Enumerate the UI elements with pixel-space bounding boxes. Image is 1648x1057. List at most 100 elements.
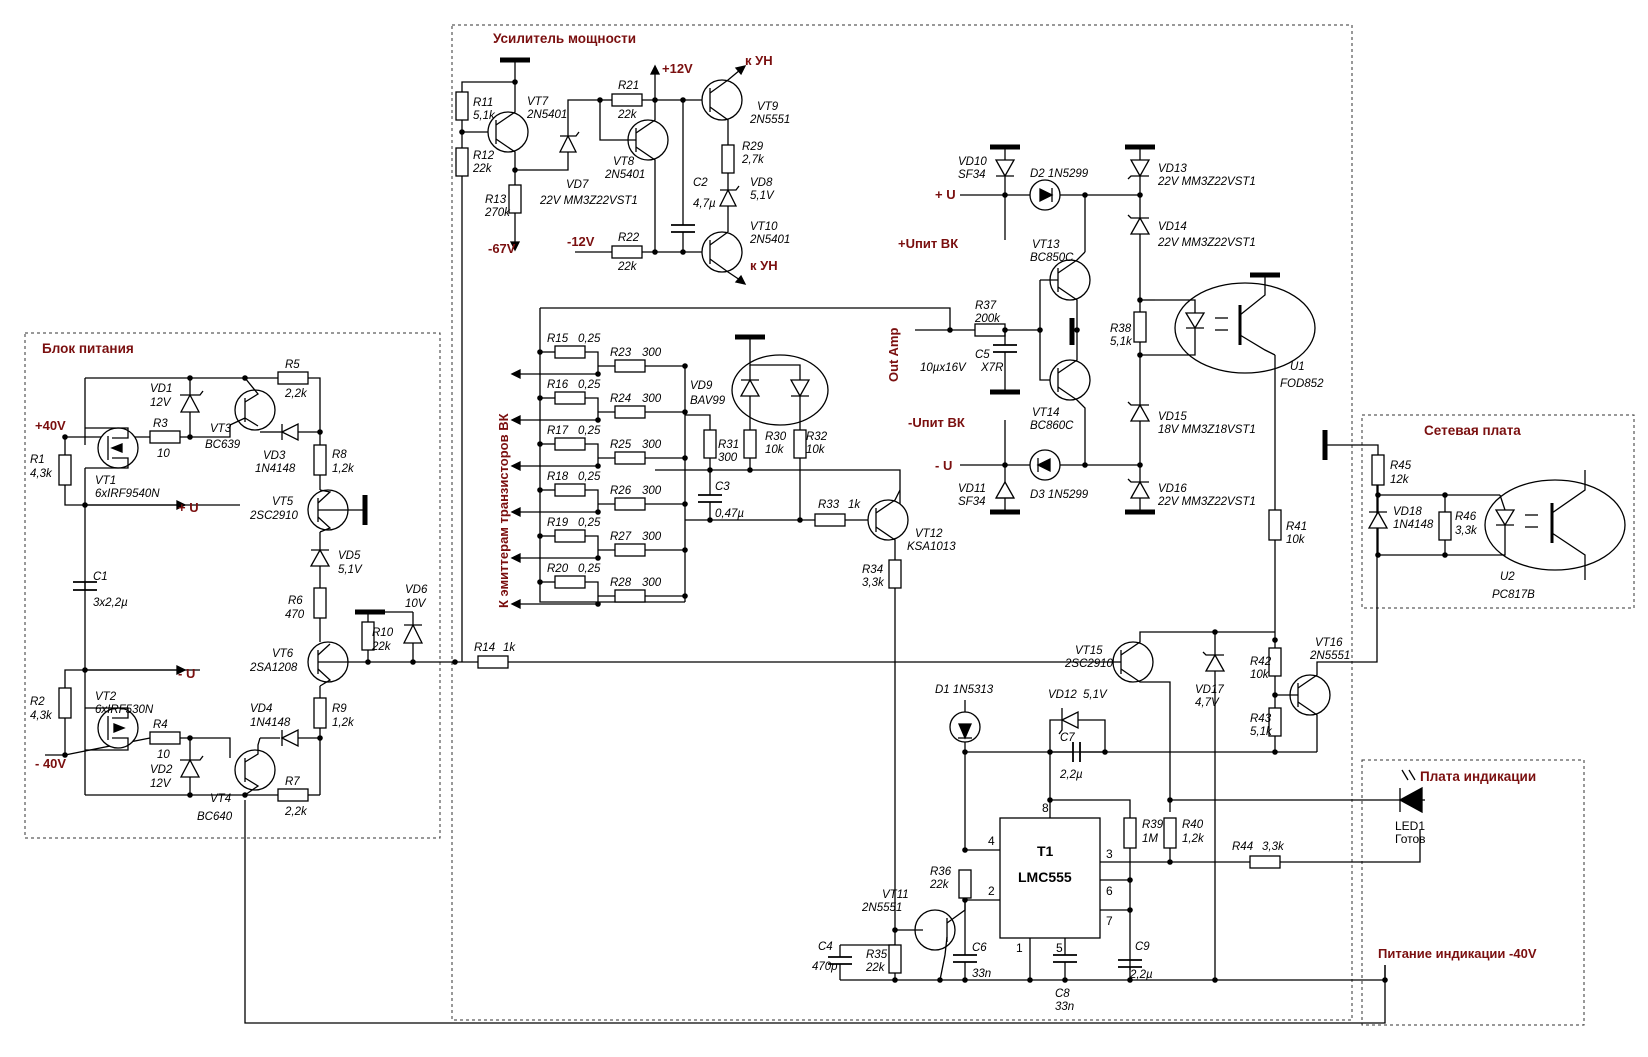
vd7-zener bbox=[558, 134, 578, 153]
r14-value: 1k bbox=[503, 642, 516, 654]
c1-value: 3x2,2µ bbox=[93, 597, 128, 609]
r36-resistor bbox=[958, 869, 972, 899]
c8-label: C8 bbox=[1055, 988, 1070, 1000]
r15-resistor bbox=[554, 345, 586, 359]
r19-value: 0,25 bbox=[578, 517, 601, 529]
timer-circuit bbox=[828, 480, 1421, 983]
vd14-zener bbox=[1129, 216, 1151, 235]
vt14-transistor bbox=[1049, 359, 1091, 401]
network-board-block bbox=[1361, 414, 1635, 609]
vt9-label: VT9 bbox=[757, 101, 779, 113]
vt4-value: BC640 bbox=[197, 811, 233, 823]
out-amp-net: Out Amp bbox=[886, 328, 901, 382]
vd2-label: VD2 bbox=[150, 764, 173, 776]
r43-value: 5,1k bbox=[1250, 726, 1273, 738]
vt15-value: 2SC2910 bbox=[1064, 658, 1114, 670]
r30-label: R30 bbox=[765, 431, 787, 443]
r2-resistor bbox=[58, 687, 72, 719]
r36-label: R36 bbox=[930, 866, 952, 878]
r7-resistor bbox=[277, 788, 309, 802]
pin-6: 6 bbox=[1106, 884, 1113, 898]
vd2-zener bbox=[179, 758, 201, 778]
r18-resistor bbox=[554, 483, 586, 497]
vd8-value: 5,1V bbox=[750, 190, 775, 202]
amplifier-title: Усилитель мощности bbox=[493, 31, 636, 46]
r30-value: 10k bbox=[765, 444, 785, 456]
vt5-label: VT5 bbox=[272, 496, 294, 508]
r46-value: 3,3k bbox=[1455, 525, 1478, 537]
r11-label: R11 bbox=[473, 97, 493, 109]
r26-value: 300 bbox=[642, 485, 662, 497]
vd12-label: VD12 bbox=[1048, 689, 1077, 701]
vt10-value: 2N5401 bbox=[749, 234, 790, 246]
r9-resistor bbox=[313, 697, 327, 729]
r43-label: R43 bbox=[1250, 713, 1272, 725]
u1-label: U1 bbox=[1290, 361, 1305, 373]
pin-4: 4 bbox=[988, 834, 995, 848]
pin-1: 1 bbox=[1016, 941, 1023, 955]
r5-resistor bbox=[277, 371, 309, 385]
r9-value: 1,2k bbox=[332, 717, 355, 729]
emitters-net: К эмиттерам транзисторов ВК bbox=[496, 413, 511, 608]
vt16-label: VT16 bbox=[1315, 637, 1343, 649]
led1-label: LED1 bbox=[1395, 819, 1425, 833]
r13-resistor bbox=[508, 184, 522, 214]
pin-5: 5 bbox=[1056, 941, 1063, 955]
r19-resistor bbox=[554, 529, 586, 543]
mu-net: - U bbox=[178, 666, 195, 681]
r32-label: R32 bbox=[806, 431, 828, 443]
vd16-value: 22V MM3Z22VST1 bbox=[1157, 496, 1256, 508]
c9-label: C9 bbox=[1135, 941, 1150, 953]
network-board-title: Сетевая плата bbox=[1424, 423, 1521, 438]
r33-value: 1k bbox=[848, 499, 861, 511]
r8-value: 1,2k bbox=[332, 463, 355, 475]
r11-value: 5,1k bbox=[473, 110, 496, 122]
r7-label: R7 bbox=[285, 776, 300, 788]
r37-value: 200k bbox=[974, 313, 1001, 325]
r16-resistor bbox=[554, 391, 586, 405]
r34-resistor bbox=[888, 559, 902, 589]
r10-label: R10 bbox=[372, 627, 394, 639]
r44-resistor bbox=[1249, 855, 1281, 869]
vt10-label: VT10 bbox=[750, 221, 778, 233]
kun2-net: к УН bbox=[750, 258, 778, 273]
r21-value: 22k bbox=[617, 109, 638, 121]
vd6-value: 10V bbox=[405, 598, 427, 610]
vt14-label: VT14 bbox=[1032, 407, 1060, 419]
r20-resistor bbox=[554, 575, 586, 589]
vd3-label: VD3 bbox=[263, 450, 286, 462]
vt11-label: VT11 bbox=[882, 889, 909, 901]
r27-resistor bbox=[614, 543, 646, 557]
vd8-label: VD8 bbox=[750, 177, 773, 189]
r40-resistor bbox=[1163, 817, 1177, 849]
vd4-label: VD4 bbox=[250, 703, 272, 715]
r27-label: R27 bbox=[610, 531, 632, 543]
r34-value: 3,3k bbox=[862, 577, 885, 589]
r10-value: 22k bbox=[371, 641, 392, 653]
r46-label: R46 bbox=[1455, 511, 1477, 523]
d1-label: D1 1N5313 bbox=[935, 684, 994, 696]
indication-board-circuit bbox=[1398, 769, 1425, 814]
vt7-transistor bbox=[487, 111, 529, 153]
vd9-value: BAV99 bbox=[690, 395, 726, 407]
r41-label: R41 bbox=[1286, 521, 1307, 533]
vt3-value: BC639 bbox=[205, 439, 241, 451]
r44-label: R44 bbox=[1232, 841, 1253, 853]
vd9-label: VD9 bbox=[690, 380, 713, 392]
vd3-diode bbox=[280, 422, 299, 442]
r42-value: 10k bbox=[1250, 669, 1270, 681]
r4-value: 10 bbox=[157, 749, 170, 761]
vd10-label: VD10 bbox=[958, 156, 987, 168]
r1-value: 4,3k bbox=[30, 468, 53, 480]
vt6-label: VT6 bbox=[272, 648, 294, 660]
r11-resistor bbox=[455, 91, 469, 121]
power-supply-circuit bbox=[45, 371, 1386, 1024]
r24-resistor bbox=[614, 405, 646, 419]
r21-resistor bbox=[611, 93, 643, 107]
vd12-zener bbox=[1060, 710, 1079, 730]
r6-label: R6 bbox=[288, 595, 303, 607]
r21-label: R21 bbox=[618, 80, 639, 92]
r19-label: R19 bbox=[547, 517, 569, 529]
r6-resistor bbox=[313, 587, 327, 619]
